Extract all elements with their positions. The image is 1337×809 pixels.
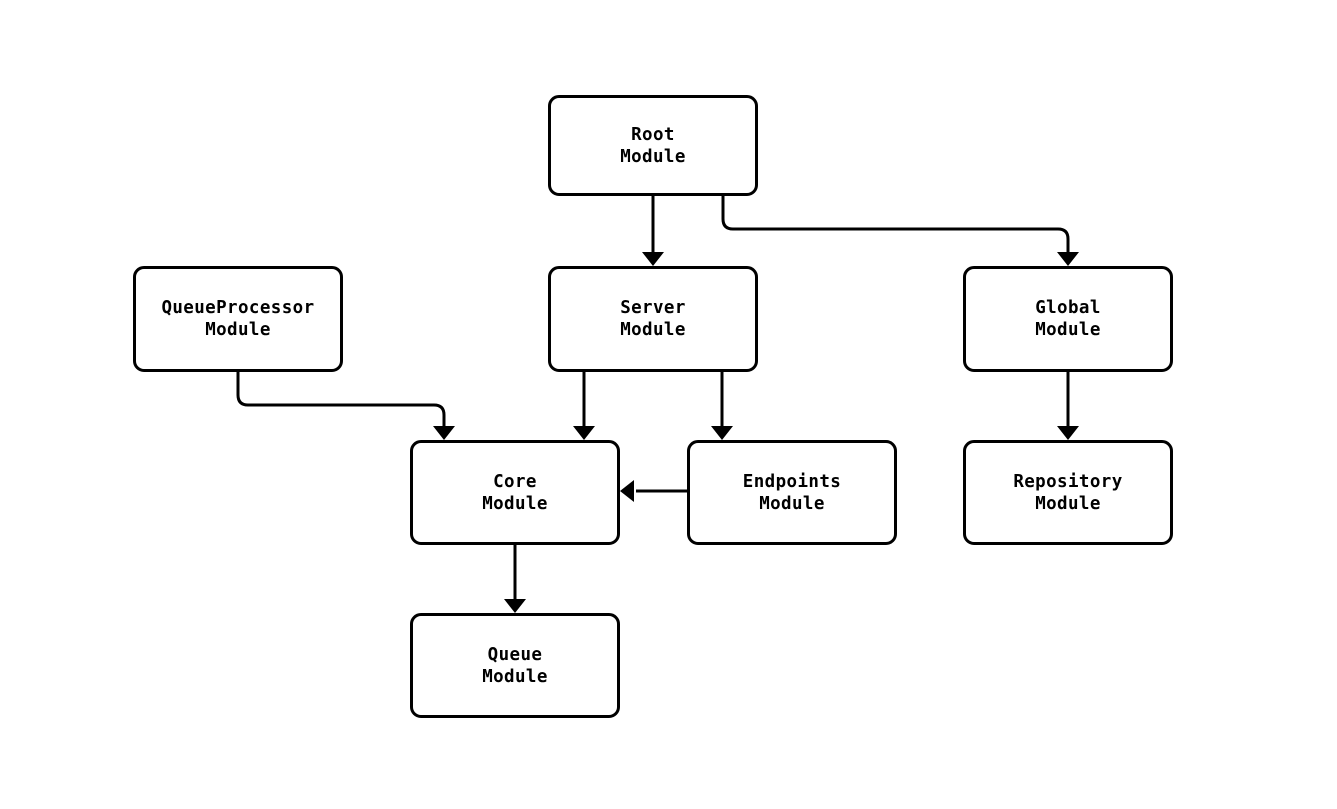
node-label-suffix: Module bbox=[759, 493, 825, 514]
node-label-suffix: Module bbox=[620, 146, 686, 167]
arrowhead-server-to-core bbox=[573, 426, 595, 440]
node-label-suffix: Module bbox=[205, 320, 271, 340]
node-label-name: Server bbox=[620, 298, 686, 318]
arrowhead-global-to-repository bbox=[1057, 426, 1079, 440]
node-label-suffix: Module bbox=[482, 493, 548, 514]
node-label-name: Queue bbox=[487, 644, 543, 665]
arrowhead-queueprocessor-to-core bbox=[433, 426, 455, 440]
node-label-name: Global bbox=[1035, 298, 1101, 318]
arrowhead-server-to-endpoints bbox=[711, 426, 733, 440]
node-label-suffix: Module bbox=[1035, 320, 1101, 340]
node-label-name: Root bbox=[631, 124, 675, 145]
node-label-name: Repository bbox=[1013, 471, 1123, 492]
edge-queueprocessor-to-core bbox=[236, 372, 446, 426]
node-label-name: Core bbox=[493, 471, 537, 492]
node-label-name: Endpoints bbox=[742, 471, 842, 492]
arrowhead-endpoints-to-core bbox=[620, 480, 634, 502]
node-label-suffix: Module bbox=[620, 320, 686, 340]
arrowhead-root-to-global bbox=[1057, 252, 1079, 266]
node-label-suffix: Module bbox=[1035, 493, 1101, 514]
node-label-suffix: Module bbox=[482, 666, 548, 687]
edge-root-to-global bbox=[721, 196, 1070, 252]
node-label-name: QueueProcessor bbox=[161, 298, 315, 318]
arrowhead-core-to-queue bbox=[504, 599, 526, 613]
arrowhead-root-to-server bbox=[642, 252, 664, 266]
